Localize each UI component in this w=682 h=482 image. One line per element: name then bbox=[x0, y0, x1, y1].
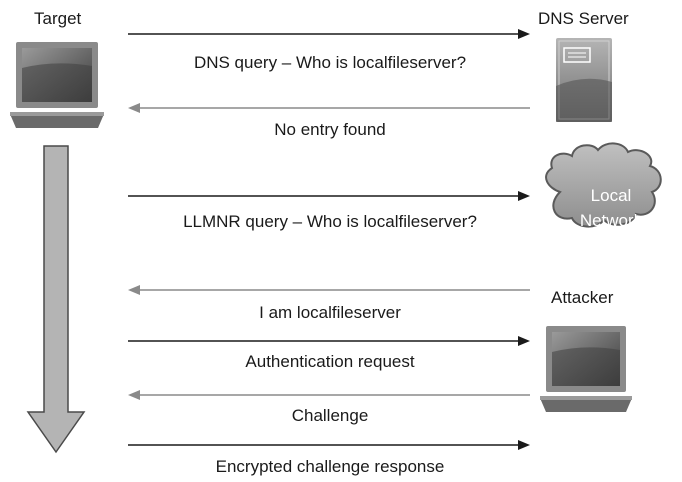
local-network-node: Local Network bbox=[545, 142, 662, 230]
laptop-icon bbox=[540, 326, 632, 412]
message-label: Encrypted challenge response bbox=[216, 457, 445, 476]
dns-server-label: DNS Server bbox=[538, 9, 629, 28]
dns-server-node: DNS Server bbox=[538, 9, 629, 122]
network-label-line1: Local bbox=[591, 186, 632, 205]
message-label: No entry found bbox=[274, 120, 386, 139]
target-node: Target bbox=[10, 9, 104, 128]
message-arrow bbox=[128, 285, 530, 295]
laptop-icon bbox=[10, 42, 104, 128]
message-arrow bbox=[128, 29, 530, 39]
cloud-icon bbox=[545, 142, 662, 228]
message-label: DNS query – Who is localfileserver? bbox=[194, 53, 466, 72]
target-label: Target bbox=[34, 9, 82, 28]
down-arrow-icon bbox=[26, 145, 86, 454]
attacker-node: Attacker bbox=[540, 288, 632, 412]
message-arrow bbox=[128, 390, 530, 400]
message-label: Challenge bbox=[292, 406, 369, 425]
message-arrow bbox=[128, 103, 530, 113]
message-arrow bbox=[128, 191, 530, 201]
message-label: I am localfileserver bbox=[259, 303, 401, 322]
message-sequence: DNS query – Who is localfileserver? No e… bbox=[128, 29, 530, 476]
message-label: LLMNR query – Who is localfileserver? bbox=[183, 212, 477, 231]
message-arrow bbox=[128, 336, 530, 346]
message-label: Authentication request bbox=[245, 352, 414, 371]
network-label-line2: Network bbox=[580, 211, 643, 230]
message-arrow bbox=[128, 440, 530, 450]
attacker-label: Attacker bbox=[551, 288, 614, 307]
server-icon bbox=[556, 38, 612, 122]
